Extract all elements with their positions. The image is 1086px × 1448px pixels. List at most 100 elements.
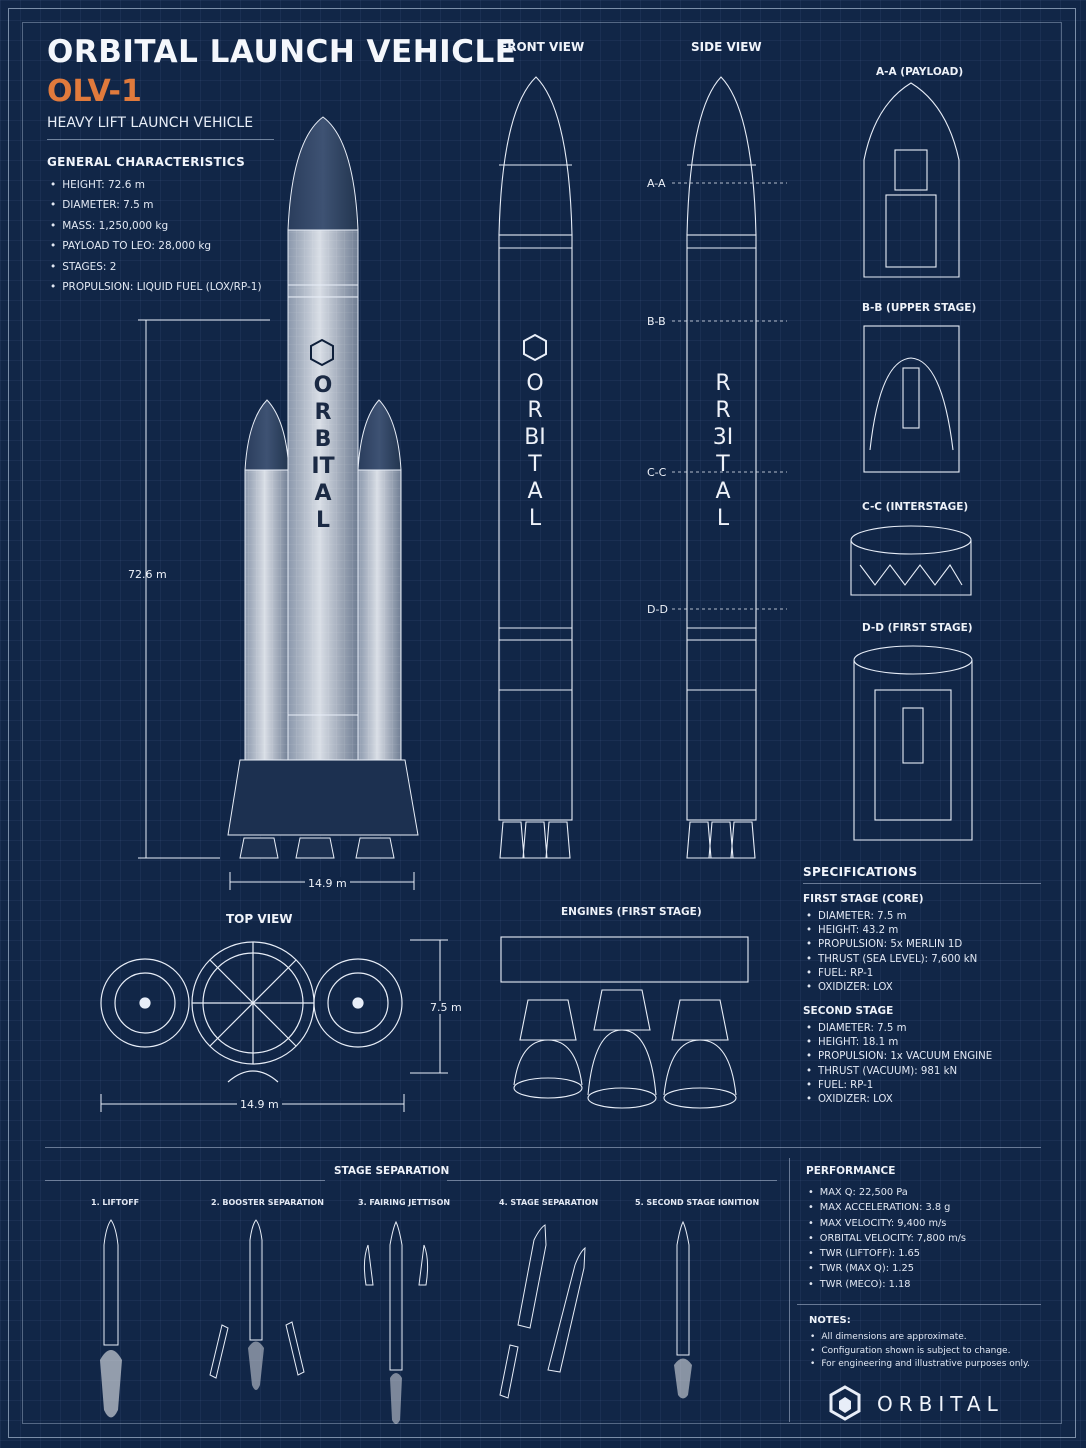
side-view-rocket: [686, 76, 757, 859]
spec-item: OXIDIZER: LOX: [806, 981, 977, 995]
section-c-label: C-C (INTERSTAGE): [862, 501, 969, 513]
specifications-divider: [803, 883, 1041, 884]
specifications-heading: SPECIFICATIONS: [803, 865, 918, 879]
rocket-base: [227, 759, 419, 859]
marker-c-c: C-C: [647, 466, 670, 479]
note-item: For engineering and illustrative purpose…: [810, 1358, 1030, 1372]
general-item: PROPULSION: LIQUID FUEL (LOX/RP-1): [50, 277, 261, 297]
top-view-drawing: [100, 941, 403, 1083]
engine-cluster-drawing: [500, 936, 749, 1109]
step-1-label: 1. LIFTOFF: [91, 1198, 140, 1207]
width-dimension-label: 14.9 m: [305, 877, 350, 890]
performance-heading: PERFORMANCE: [806, 1165, 896, 1177]
notes-divider: [797, 1304, 1041, 1305]
performance-item: ORBITAL VELOCITY: 7,800 m/s: [808, 1231, 966, 1246]
general-list: HEIGHT: 72.6 m DIAMETER: 7.5 m MASS: 1,2…: [50, 175, 262, 297]
spec-item: DIAMETER: 7.5 m: [806, 1022, 992, 1036]
general-item: DIAMETER: 7.5 m: [50, 195, 262, 215]
spec-item: OXIDIZER: LOX: [806, 1093, 992, 1107]
spec-item: FUEL: RP-1: [806, 1079, 992, 1093]
step-5-label: 5. SECOND STAGE IGNITION: [635, 1198, 760, 1207]
height-dimension-label: 72.6 m: [128, 568, 167, 581]
front-view-label: FRONT VIEW: [499, 40, 585, 54]
spec-item: THRUST (VACUUM): 981 kN: [806, 1065, 992, 1079]
general-item: STAGES: 2: [50, 257, 262, 277]
performance-item: TWR (MECO): 1.18: [808, 1277, 966, 1292]
section-d-label: D-D (FIRST STAGE): [862, 622, 973, 634]
model-code: OLV-1: [47, 74, 142, 109]
engines-label: ENGINES (FIRST STAGE): [561, 906, 702, 918]
side-view-label: SIDE VIEW: [691, 40, 762, 54]
main-rocket-brand-text: ORBITAL: [311, 373, 335, 533]
general-item: MASS: 1,250,000 kg: [50, 216, 262, 236]
notes-list: All dimensions are approximate. Configur…: [810, 1331, 1030, 1372]
bottom-section-divider: [45, 1147, 1041, 1148]
spec-item: HEIGHT: 18.1 m: [806, 1036, 992, 1050]
performance-item: MAX VELOCITY: 9,400 m/s: [808, 1216, 966, 1231]
section-b-upper-stage: [863, 325, 960, 473]
height-dimension-line: [138, 319, 270, 859]
notes-heading: NOTES:: [809, 1315, 851, 1326]
first-stage-heading: FIRST STAGE (CORE): [803, 893, 924, 905]
performance-list: MAX Q: 22,500 Pa MAX ACCELERATION: 3.8 g…: [808, 1185, 966, 1292]
spec-item: HEIGHT: 43.2 m: [806, 924, 977, 938]
step-4-label: 4. STAGE SEPARATION: [499, 1198, 599, 1207]
spec-item: FUEL: RP-1: [806, 967, 977, 981]
step-5-second-stage-ignition-rocket: [674, 1220, 692, 1399]
note-item: Configuration shown is subject to change…: [810, 1345, 1030, 1359]
step-2-label: 2. BOOSTER SEPARATION: [211, 1198, 324, 1207]
performance-item: MAX ACCELERATION: 3.8 g: [808, 1200, 966, 1215]
stage-separation-heading: STAGE SEPARATION: [334, 1165, 450, 1177]
second-stage-heading: SECOND STAGE: [803, 1005, 894, 1017]
section-c-interstage: [850, 525, 972, 596]
spec-item: DIAMETER: 7.5 m: [806, 910, 977, 924]
step-4-stage-separation-rocket: [499, 1224, 586, 1399]
brand-hexagon-logo-icon: [829, 1385, 861, 1421]
bottom-vertical-divider: [789, 1158, 790, 1422]
core-stage: [287, 116, 359, 761]
general-item: HEIGHT: 72.6 m: [50, 175, 262, 195]
note-item: All dimensions are approximate.: [810, 1331, 1030, 1345]
step-2-booster-separation-rocket: [209, 1219, 305, 1390]
section-b-label: B-B (UPPER STAGE): [862, 302, 977, 314]
top-view-width-label: 14.9 m: [237, 1098, 282, 1111]
brand-wordmark: ORBITAL: [877, 1392, 1004, 1416]
step-1-liftoff-rocket: [100, 1219, 122, 1418]
section-d-first-stage: [853, 645, 973, 841]
second-stage-list: DIAMETER: 7.5 m HEIGHT: 18.1 m PROPULSIO…: [806, 1022, 992, 1107]
stage-sep-rule-right: [447, 1180, 777, 1181]
performance-item: TWR (LIFTOFF): 1.65: [808, 1246, 966, 1261]
marker-b-b: B-B: [647, 315, 669, 328]
front-view-brand-text: ORBITAL: [524, 371, 546, 531]
section-a-label: A-A (PAYLOAD): [876, 66, 964, 78]
performance-item: TWR (MAX Q): 1.25: [808, 1261, 966, 1276]
step-3-fairing-jettison-rocket: [363, 1220, 429, 1424]
step-3-label: 3. FAIRING JETTISON: [358, 1198, 451, 1207]
subtitle-underline: [47, 139, 274, 140]
section-a-payload: [863, 82, 960, 278]
outer-frame: [8, 8, 1076, 1438]
marker-a-a: A-A: [647, 177, 669, 190]
general-item: PAYLOAD TO LEO: 28,000 kg: [50, 236, 262, 256]
left-booster: [244, 399, 290, 761]
spec-item: PROPULSION: 1x VACUUM ENGINE: [806, 1050, 992, 1064]
vehicle-subtitle: HEAVY LIFT LAUNCH VEHICLE: [47, 115, 254, 131]
side-view-brand-text: RR3ITAL: [712, 371, 734, 531]
main-rocket-logo-icon: [310, 338, 334, 367]
general-heading: GENERAL CHARACTERISTICS: [47, 155, 246, 169]
spec-item: THRUST (SEA LEVEL): 7,600 kN: [806, 953, 977, 967]
performance-item: MAX Q: 22,500 Pa: [808, 1185, 966, 1200]
first-stage-list: DIAMETER: 7.5 m HEIGHT: 43.2 m PROPULSIO…: [806, 910, 977, 995]
front-view-logo-icon: [523, 333, 547, 362]
spec-item: PROPULSION: 5x MERLIN 1D: [806, 938, 977, 952]
top-view-label: TOP VIEW: [226, 912, 293, 926]
stage-sep-rule-left: [45, 1180, 325, 1181]
inner-frame: [22, 22, 1062, 1424]
section-cut-lines: [672, 182, 787, 610]
page-title: ORBITAL LAUNCH VEHICLE: [47, 34, 517, 70]
right-booster: [357, 399, 402, 761]
marker-d-d: D-D: [647, 603, 671, 616]
top-view-height-label: 7.5 m: [428, 1001, 464, 1014]
front-view-rocket: [498, 76, 573, 859]
